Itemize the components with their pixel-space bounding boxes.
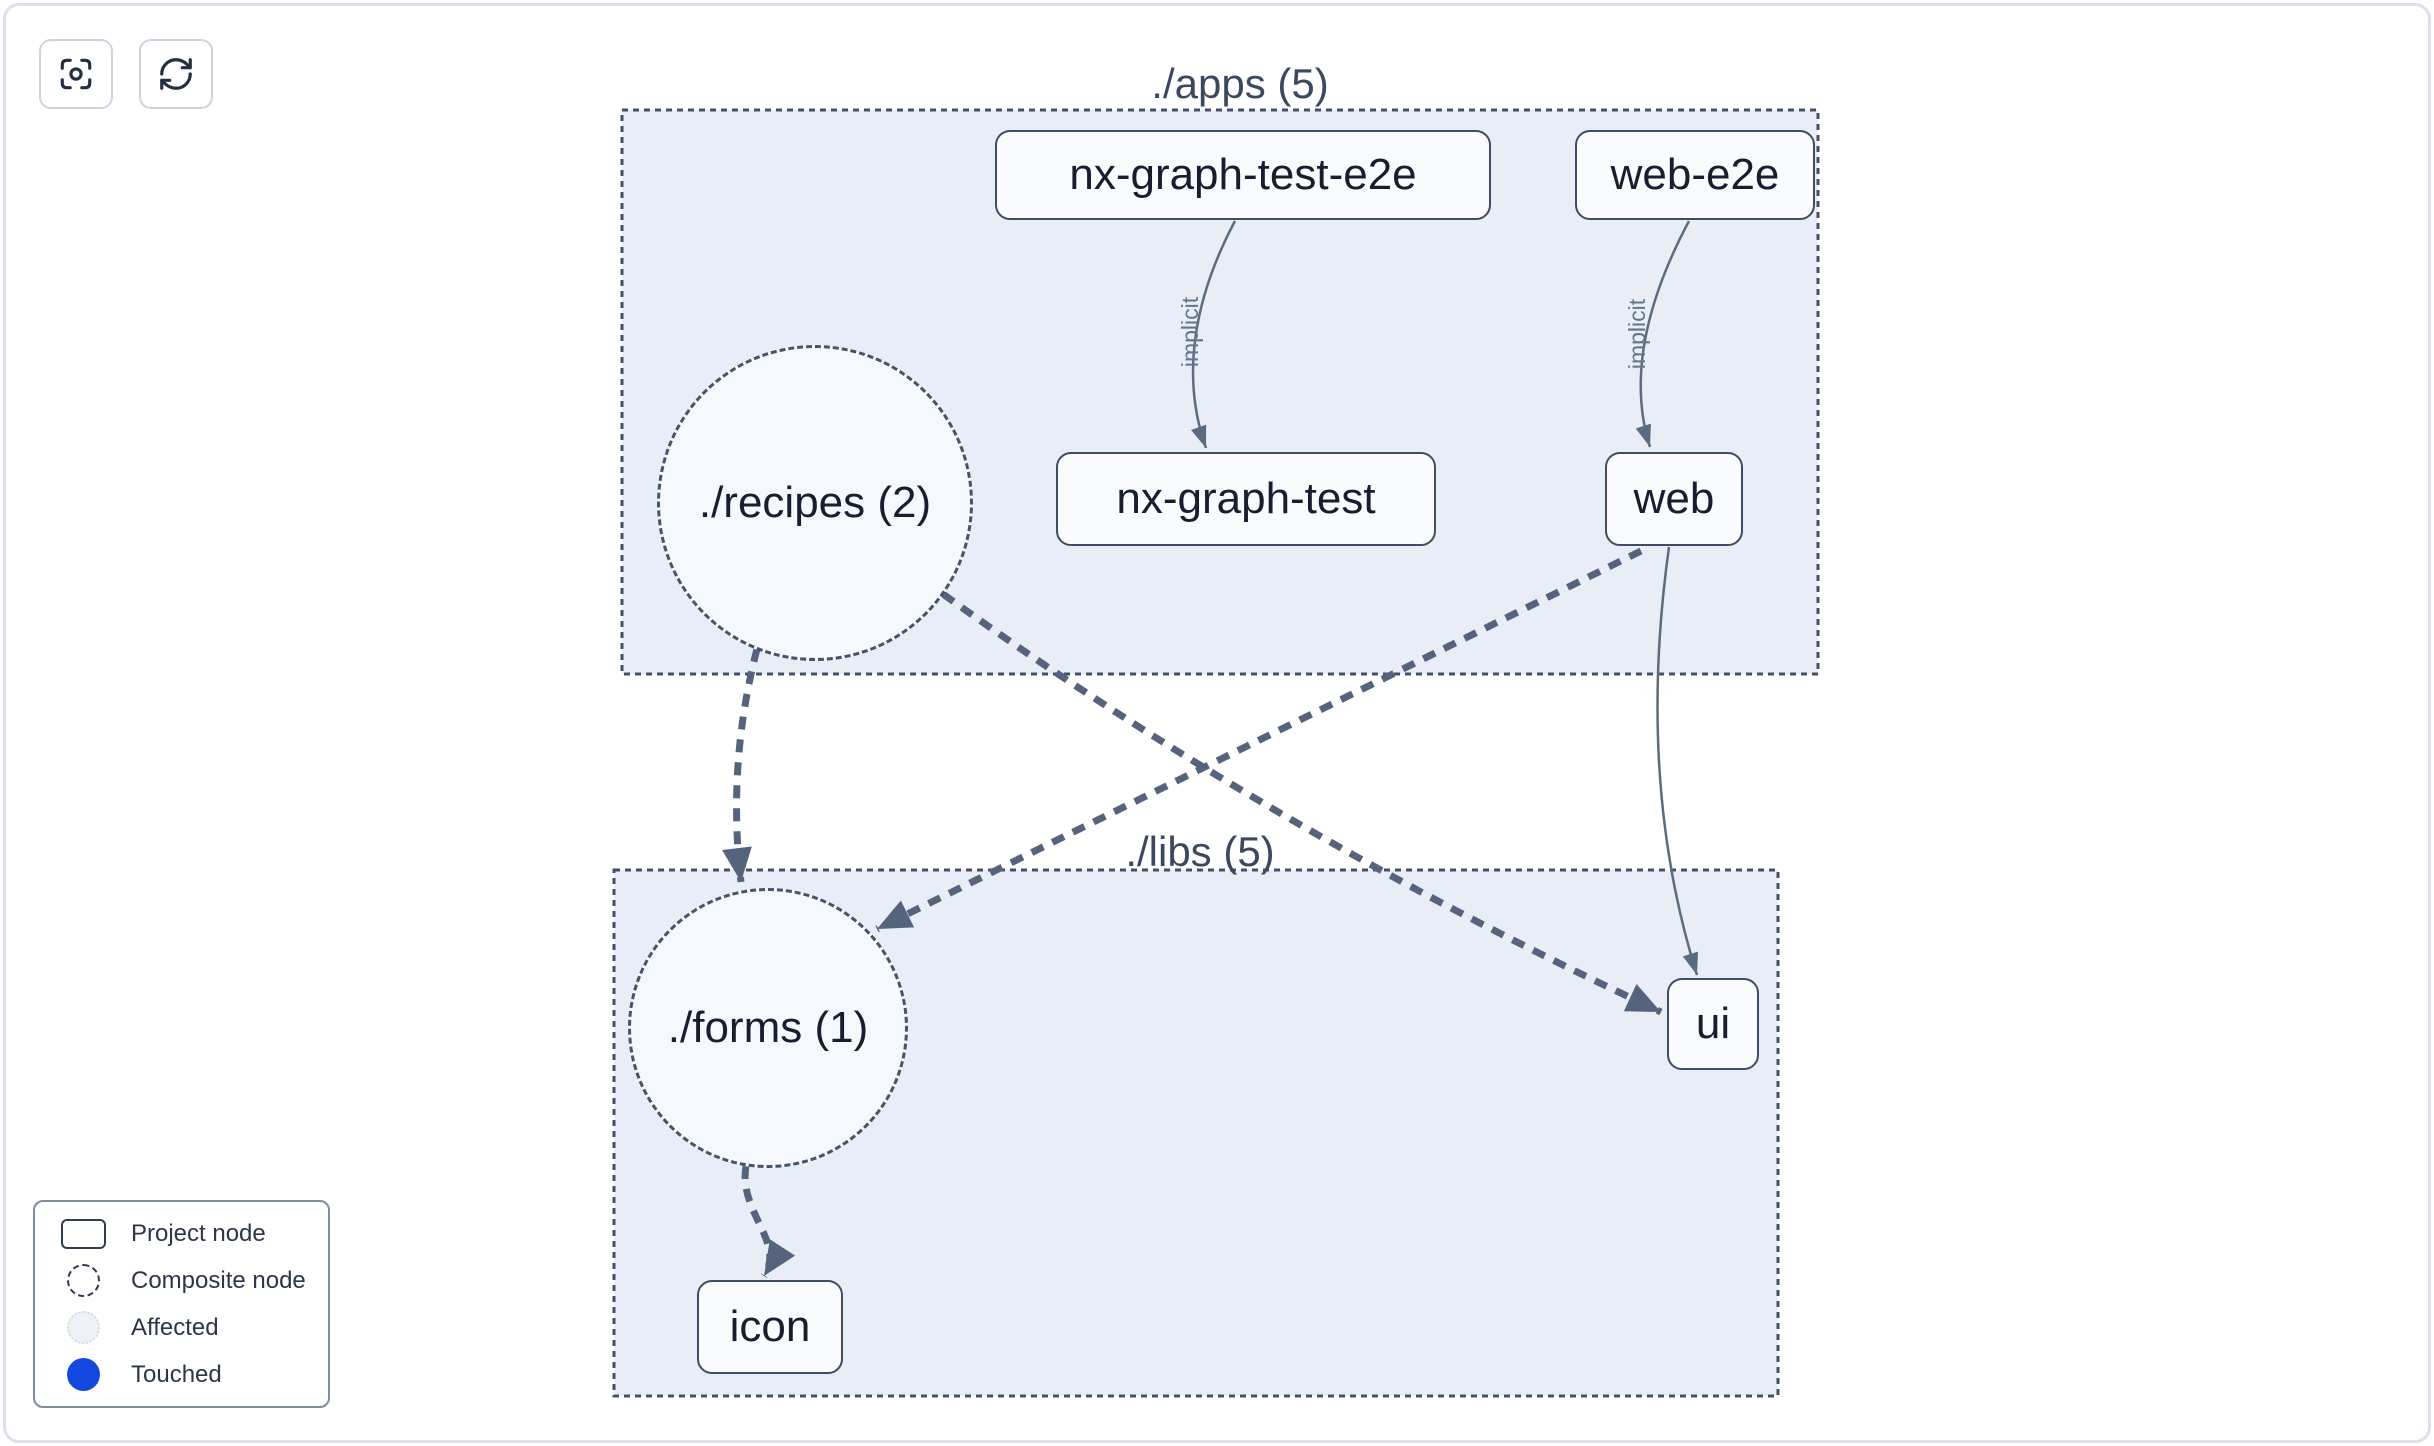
- legend-item-touched: Touched: [35, 1353, 328, 1397]
- node-web[interactable]: web: [1605, 452, 1743, 546]
- focus-button[interactable]: [39, 39, 113, 109]
- node-web-e2e[interactable]: web-e2e: [1575, 130, 1815, 220]
- refresh-button[interactable]: [139, 39, 213, 109]
- node-label: ./recipes (2): [698, 478, 932, 527]
- node-label: web-e2e: [1610, 150, 1780, 199]
- node-nx-graph-test[interactable]: nx-graph-test: [1056, 452, 1436, 546]
- touched-icon: [66, 1358, 100, 1391]
- edge-label-implicit-2: implicit: [1624, 298, 1650, 370]
- node-label: web: [1633, 474, 1715, 523]
- legend-label: Composite node: [131, 1266, 306, 1294]
- node-icon[interactable]: icon: [697, 1280, 843, 1374]
- node-ui[interactable]: ui: [1667, 978, 1759, 1070]
- legend-label: Touched: [131, 1360, 222, 1388]
- legend: Project node Composite node Affected Tou…: [33, 1200, 330, 1408]
- edge-nx-graph-test-e2e-to-nx-graph-test[interactable]: [1191, 220, 1237, 449]
- composite-node-icon: [66, 1264, 100, 1297]
- legend-item-composite-node: Composite node: [35, 1259, 328, 1303]
- node-nx-graph-test-e2e[interactable]: nx-graph-test-e2e: [995, 130, 1491, 220]
- edge-forms-to-icon[interactable]: [741, 1165, 796, 1278]
- edge-web-to-forms[interactable]: [875, 547, 1643, 933]
- legend-item-affected: Affected: [35, 1306, 328, 1350]
- group-apps-title: ./apps (5): [1151, 60, 1329, 107]
- group-libs-title: ./libs (5): [1125, 828, 1275, 875]
- edge-recipes-to-forms[interactable]: [722, 648, 761, 883]
- node-label: ./forms (1): [667, 1003, 869, 1052]
- node-label: icon: [729, 1302, 811, 1351]
- node-label: nx-graph-test: [1116, 474, 1376, 523]
- node-recipes-composite[interactable]: ./recipes (2): [657, 345, 973, 661]
- edge-recipes-to-ui[interactable]: [940, 591, 1663, 1016]
- focus-icon: [57, 55, 95, 93]
- legend-label: Project node: [131, 1219, 266, 1247]
- edge-web-to-ui[interactable]: [1656, 546, 1699, 976]
- legend-item-project-node: Project node: [35, 1212, 328, 1256]
- refresh-icon: [157, 55, 195, 93]
- project-node-icon: [60, 1218, 106, 1249]
- node-label: nx-graph-test-e2e: [1069, 150, 1417, 199]
- affected-icon: [66, 1311, 100, 1344]
- edge-label-implicit-1: implicit: [1177, 296, 1203, 368]
- legend-label: Affected: [131, 1313, 219, 1341]
- edge-web-e2e-to-web[interactable]: [1635, 220, 1691, 448]
- node-label: ui: [1695, 999, 1731, 1048]
- node-forms-composite[interactable]: ./forms (1): [628, 888, 908, 1168]
